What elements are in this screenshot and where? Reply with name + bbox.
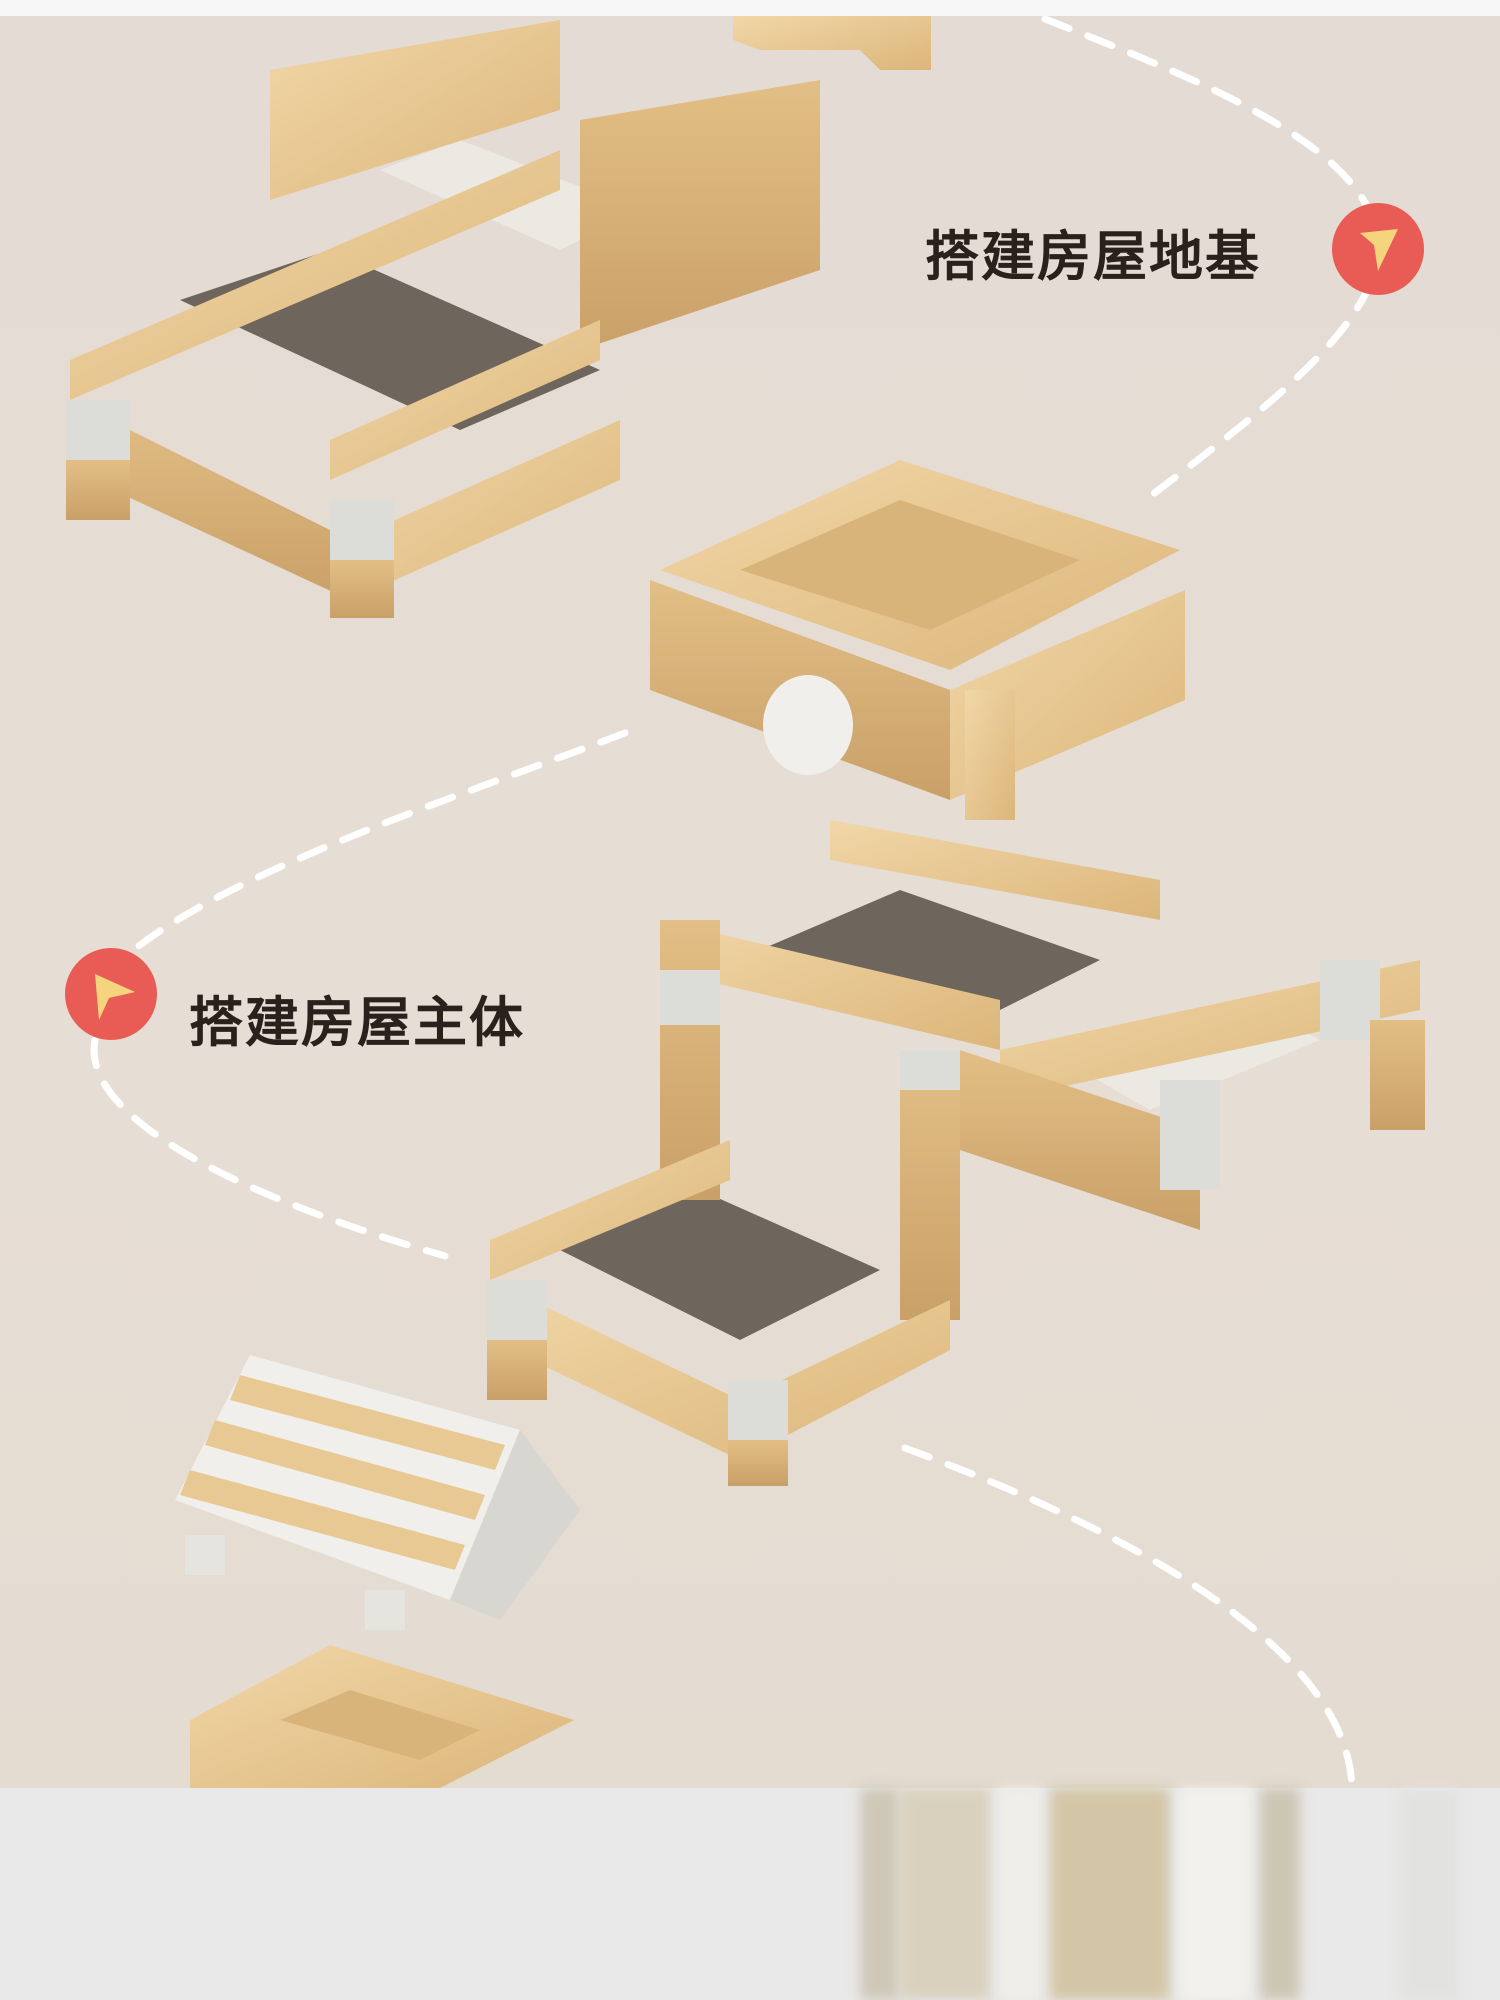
top-margin — [0, 0, 1500, 16]
arrow-right-icon — [65, 948, 157, 1040]
small-box — [190, 1645, 574, 1788]
main-body-structure — [487, 820, 1425, 1486]
wall-box — [650, 460, 1185, 820]
roof-piece — [175, 1355, 580, 1630]
step-label-foundation: 搭建房屋地基 — [925, 225, 1261, 288]
next-section-preview — [0, 1788, 1500, 2000]
step-label-main-body: 搭建房屋主体 — [189, 991, 525, 1054]
foundation-structure — [66, 20, 820, 618]
arrow-down-icon — [1332, 203, 1424, 295]
wood-piece-top — [733, 16, 931, 70]
